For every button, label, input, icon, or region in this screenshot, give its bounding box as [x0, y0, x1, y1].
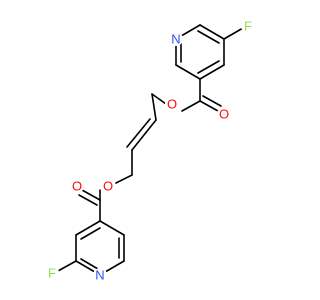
fluorine-label: F	[244, 19, 252, 34]
bond	[115, 174, 133, 184]
atom-bg	[45, 266, 59, 280]
molecule-diagram: N F O O O O F N	[45, 18, 255, 283]
atom-labels: N F O O O O F N	[45, 19, 255, 283]
oxygen-label: O	[103, 179, 113, 194]
bonds	[57, 24, 244, 276]
nitrogen-label: N	[171, 32, 180, 47]
atom-bg	[70, 179, 84, 193]
bond	[223, 27, 244, 40]
bond	[80, 227, 101, 240]
bond	[199, 64, 225, 80]
bond	[131, 119, 157, 151]
bond	[181, 100, 201, 112]
atom-bg	[241, 19, 255, 33]
bond	[199, 100, 219, 112]
bond	[199, 24, 225, 40]
atom-bg	[217, 107, 231, 121]
atom-o2: O	[165, 97, 179, 112]
atom-o3: O	[101, 179, 115, 194]
atom-f2: F	[45, 266, 59, 281]
bond	[81, 189, 101, 201]
atom-f1: F	[241, 19, 255, 34]
bond	[78, 194, 98, 206]
atom-o4: O	[70, 179, 84, 194]
nitrogen-label: N	[95, 268, 104, 283]
atom-n2: N	[93, 268, 107, 283]
atom-o1: O	[217, 107, 231, 122]
atom-bg	[93, 268, 107, 282]
atom-bg	[101, 179, 115, 193]
bond	[202, 95, 222, 107]
bond	[197, 60, 220, 74]
atom-bg	[169, 32, 183, 46]
atom-n1: N	[169, 32, 183, 47]
bond	[175, 64, 201, 80]
oxygen-label: O	[167, 97, 177, 112]
bond	[151, 93, 157, 121]
fluorine-label: F	[48, 266, 56, 281]
bond	[80, 258, 99, 270]
atom-bg	[165, 97, 179, 111]
oxygen-label: O	[72, 179, 82, 194]
bond	[197, 30, 220, 44]
bond	[99, 220, 125, 236]
bond	[57, 260, 77, 272]
oxygen-label: O	[219, 107, 229, 122]
bond	[151, 93, 167, 105]
bond	[126, 118, 151, 148]
bond	[75, 220, 101, 236]
